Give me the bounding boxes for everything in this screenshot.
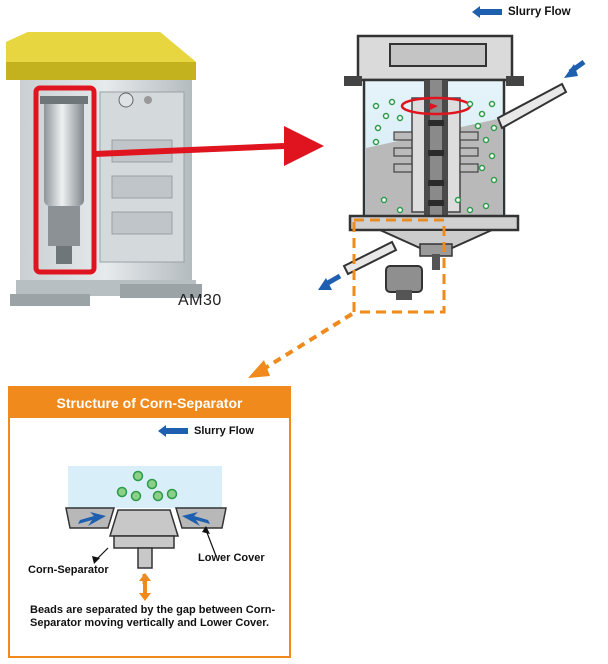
highlight-box [33, 85, 97, 275]
zoom-arrow [93, 126, 324, 166]
vertical-motion-arrow-icon [139, 573, 151, 601]
flow-arrow-icon [472, 6, 502, 18]
panel-note: Beads are separated by the gap between C… [30, 604, 276, 629]
model-label: AM30 [178, 292, 222, 309]
legend-label: Slurry Flow [508, 6, 571, 18]
flow-arrow-inlet [564, 59, 586, 78]
cross-section-illustration [342, 34, 568, 314]
flow-arrow-outlet [318, 273, 342, 290]
flow-arrow-icon [158, 425, 188, 437]
panel-title: Structure of Corn-Separator [10, 388, 289, 418]
panel-legend: Slurry Flow [158, 425, 254, 437]
callout-arrow [248, 312, 354, 378]
legend-top: Slurry Flow [472, 6, 571, 18]
corn-separator-label: Corn-Separator [28, 564, 109, 576]
separator-detail-illustration [65, 466, 227, 584]
panel-legend-label: Slurry Flow [194, 425, 254, 437]
lower-cover-label: Lower Cover [198, 552, 265, 564]
